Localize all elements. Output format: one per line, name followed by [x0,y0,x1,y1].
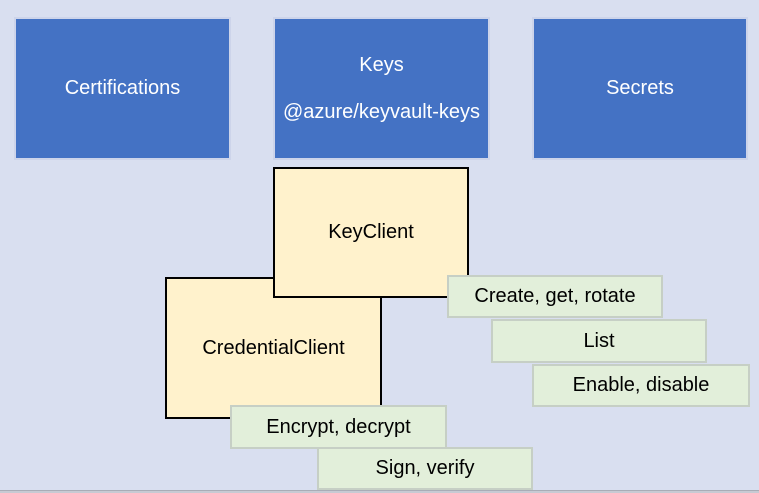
operation-box-list: List [491,319,707,363]
operation-box-encrypt-decrypt: Encrypt, decrypt [230,405,447,449]
operation-label-list: List [583,329,615,352]
operation-box-create-get-rotate: Create, get, rotate [447,275,663,318]
package-box-certifications: Certifications [14,17,231,160]
package-label-certifications: Certifications [64,77,181,99]
client-label-credentialclient: CredentialClient [202,336,345,359]
client-box-keyclient: KeyClient [273,167,469,298]
operation-box-sign-verify: Sign, verify [317,447,533,490]
window-bottom-edge [0,490,759,493]
package-box-keys: Keys @azure/keyvault-keys [273,17,490,160]
client-label-keyclient: KeyClient [328,221,414,243]
operation-box-enable-disable: Enable, disable [532,364,750,407]
operation-label-encrypt-decrypt: Encrypt, decrypt [266,415,411,438]
package-label-secrets: Secrets [606,77,674,99]
package-sublabel-keys: @azure/keyvault-keys [282,100,481,123]
operation-label-enable-disable: Enable, disable [572,374,710,396]
package-label-keys: Keys [359,53,404,76]
operation-label-create-get-rotate: Create, get, rotate [474,285,636,307]
package-box-secrets: Secrets [532,17,748,160]
operation-label-sign-verify: Sign, verify [375,457,475,479]
client-box-credentialclient: CredentialClient [165,277,382,419]
